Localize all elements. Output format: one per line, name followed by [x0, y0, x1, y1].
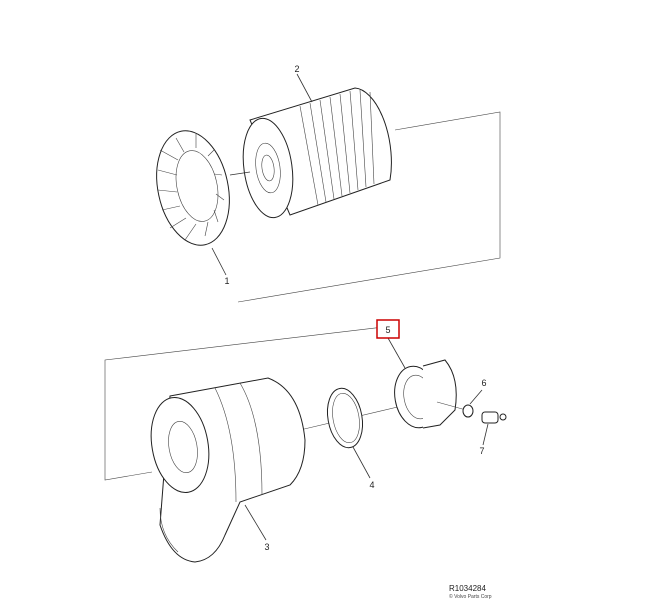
part-3-filter-housing — [150, 377, 306, 563]
callout-7: 7 — [479, 446, 484, 456]
callout-6: 6 — [481, 378, 486, 388]
part-6-seal — [462, 389, 483, 418]
part-4-sealing-ring — [326, 387, 371, 479]
part-1-cover-grille — [156, 130, 251, 276]
reference-number: R1034284 — [449, 584, 486, 593]
part-2-filter-cartridge — [242, 73, 392, 219]
callout-4: 4 — [369, 480, 374, 490]
part-7-indicator — [481, 411, 507, 446]
copyright-notice: © Volvo Parts Corp — [449, 593, 492, 600]
callout-3: 3 — [264, 542, 269, 552]
callout-5-highlight-box — [376, 319, 400, 339]
callout-1: 1 — [224, 276, 229, 286]
callout-2: 2 — [294, 64, 299, 74]
part-5-outlet-cover — [387, 337, 467, 429]
callout-5: 5 — [385, 325, 390, 335]
upper-assembly-frame — [237, 111, 501, 303]
